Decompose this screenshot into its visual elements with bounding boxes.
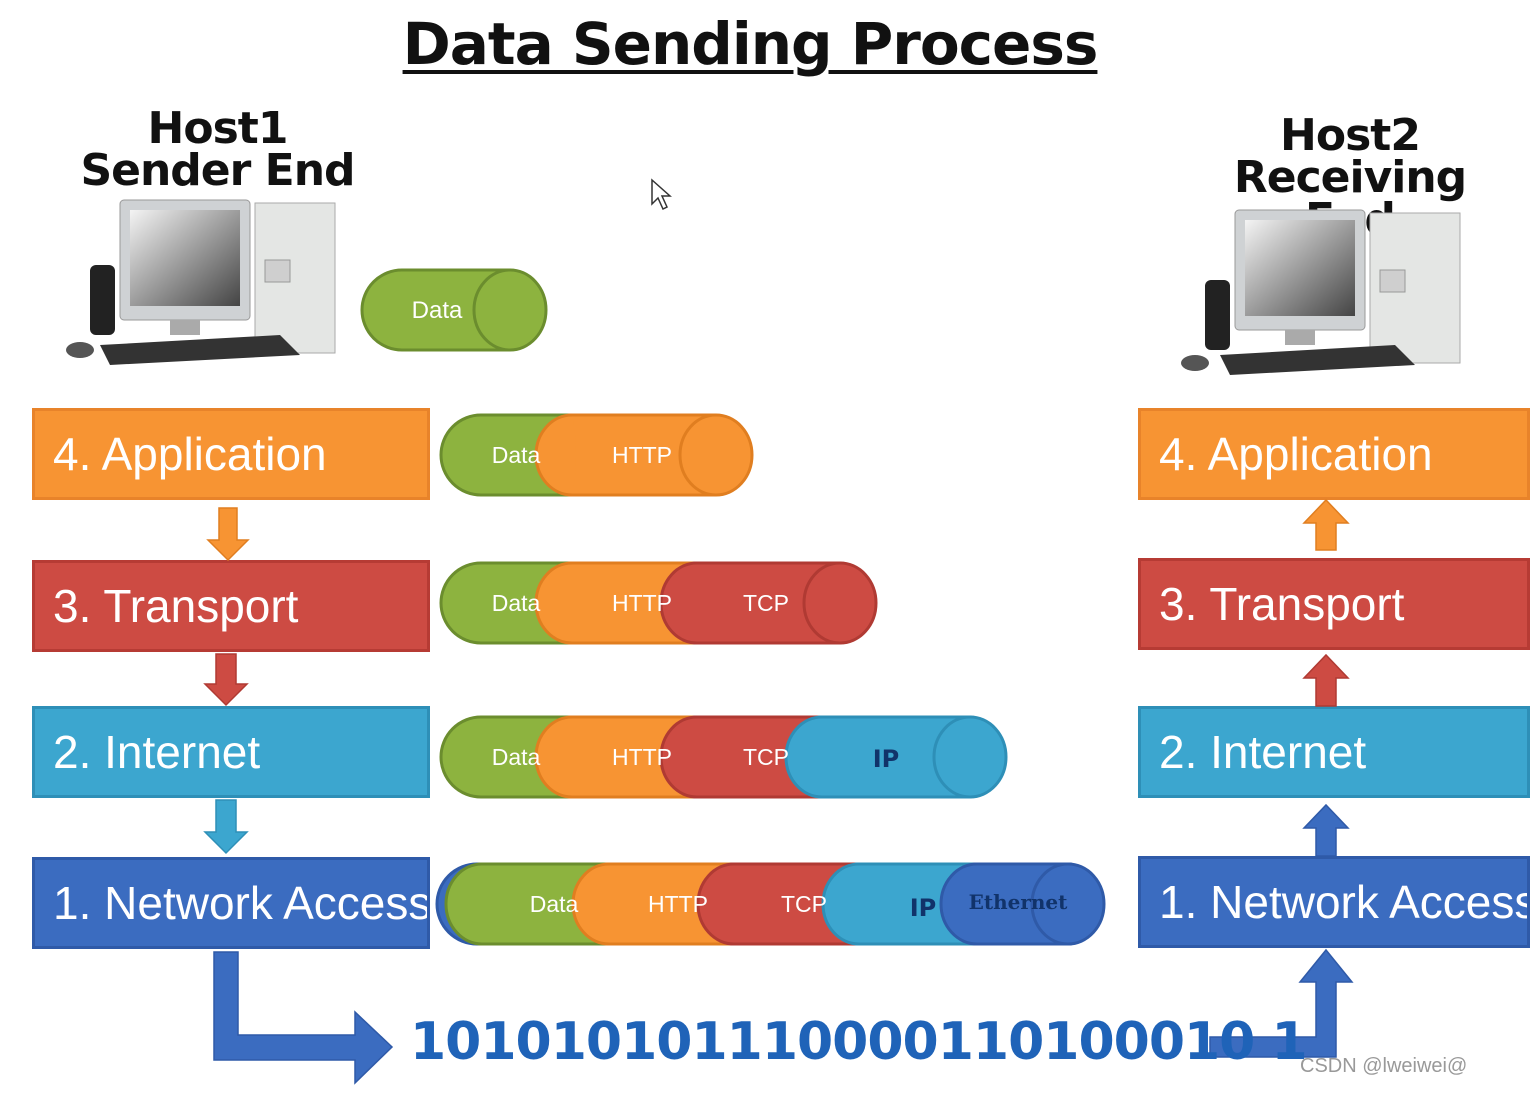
segment-http-label: HTTP <box>612 744 672 770</box>
up-arrow-icon <box>1302 498 1350 551</box>
host1-name: Host1 <box>147 103 289 154</box>
segment-data-label: Data <box>492 590 541 616</box>
segment-data-label: Data <box>492 744 541 770</box>
up-arrow-icon <box>1302 803 1350 857</box>
segment-http-label: HTTP <box>612 442 672 468</box>
receiver-internet-layer: 2. Internet <box>1138 706 1530 798</box>
host2-name: Host2 <box>1280 110 1421 161</box>
send-elbow-arrow-icon <box>213 951 394 1085</box>
down-arrow-icon <box>206 507 250 562</box>
receiver-application-layer: 4. Application <box>1138 408 1530 500</box>
mouse-cursor-icon <box>651 178 672 211</box>
up-arrow-icon <box>1302 653 1350 707</box>
segment-http-label: HTTP <box>648 891 708 917</box>
receiver-network-access-layer: 1. Network Access <box>1138 856 1530 948</box>
segment-tcp-label: TCP <box>743 744 789 770</box>
sender-transport-layer: 3. Transport <box>32 560 430 652</box>
host1-label: Host1 Sender End <box>80 103 355 196</box>
packet-data-only: Data <box>360 268 548 352</box>
segment-ip-label: IP <box>873 745 900 773</box>
receiver-transport-layer: 3. Transport <box>1138 558 1530 650</box>
host1-computer-icon <box>66 199 336 365</box>
sender-network-access-layer: 1. Network Access <box>32 857 430 949</box>
segment-http-label: HTTP <box>612 590 672 616</box>
sender-internet-layer: 2. Internet <box>32 706 430 798</box>
packet-transport-layer: Data HTTP TCP <box>439 561 878 645</box>
segment-ip-label: IP <box>910 894 937 922</box>
packet-network-layer: Data HTTP TCP IP Ethernet <box>435 862 1106 946</box>
host2-computer-icon <box>1181 209 1461 375</box>
bitstream: 101010101110000110100010 1 <box>410 1012 1308 1072</box>
down-arrow-icon <box>203 799 249 855</box>
segment-data-label: Data <box>492 442 541 468</box>
receive-elbow-arrow-icon <box>1209 948 1354 1058</box>
segment-data-label: Data <box>530 891 579 917</box>
segment-tcp-label: TCP <box>743 590 789 616</box>
page-title: Data Sending Process <box>402 10 1099 78</box>
packet-app-layer: Data HTTP <box>439 413 754 497</box>
packet-internet-layer: Data HTTP TCP IP <box>439 715 1008 799</box>
host1-role: Sender End <box>80 145 355 196</box>
sender-application-layer: 4. Application <box>32 408 430 500</box>
down-arrow-icon <box>203 653 249 707</box>
csdn-watermark: CSDN @lweiwei@ <box>1300 1055 1468 1077</box>
segment-ethernet-label: Ethernet <box>969 890 1069 914</box>
segment-data-label: Data <box>412 297 463 324</box>
segment-tcp-label: TCP <box>781 891 827 917</box>
